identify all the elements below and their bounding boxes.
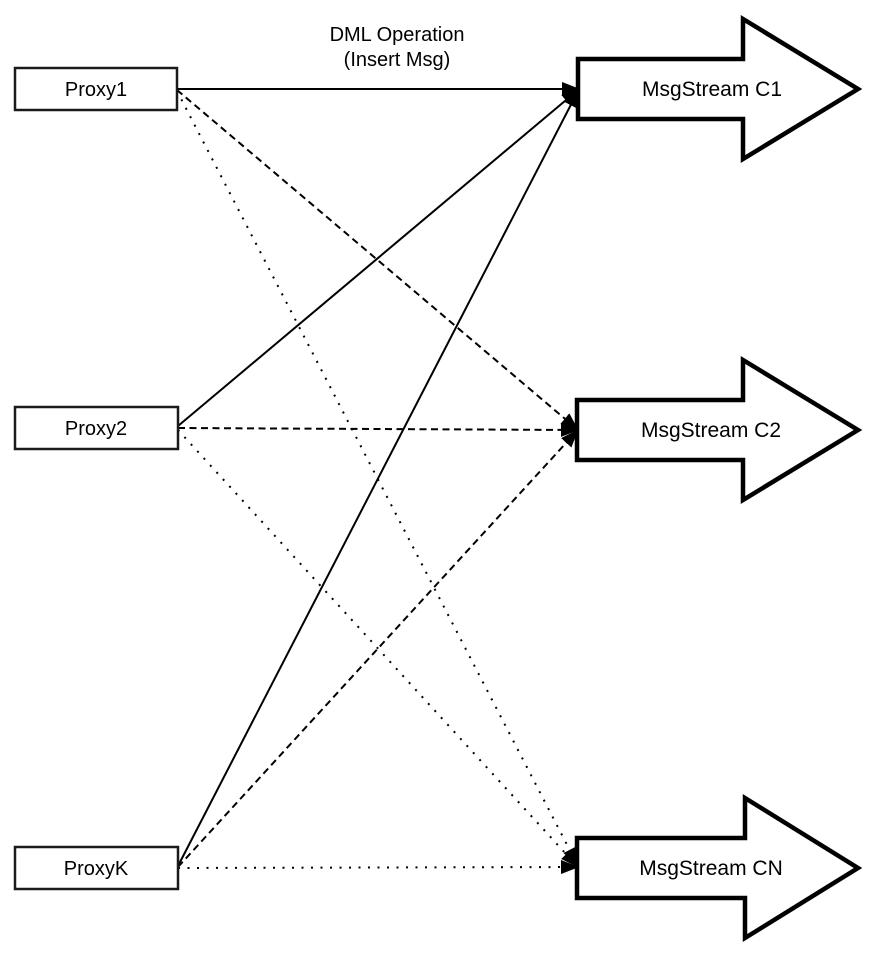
edge-proxyk-c1 [177, 89, 579, 867]
proxy2-node: Proxy2 [13, 405, 180, 451]
msgstream-c2-node: MsgStream C2 [574, 355, 863, 505]
msgstream-c1-arrow-shape [575, 14, 863, 164]
edge-proxy1-c2 [176, 89, 579, 431]
edge-proxy1-cn [176, 90, 578, 866]
edge-caption-line1: DML Operation [330, 24, 465, 46]
edge-caption-line2: (Insert Msg) [344, 49, 451, 71]
proxy2-box [13, 405, 180, 451]
msgstream-c1-node: MsgStream C1 [575, 14, 863, 164]
msgstream-cn-arrow-shape [574, 793, 863, 943]
edge-proxy2-c2 [177, 422, 579, 437]
proxy1-node: Proxy1 [13, 66, 179, 112]
msgstream-c2-arrow-shape [574, 355, 863, 505]
msgstream-cn-node: MsgStream CN [574, 793, 863, 943]
msgstream-c2-label: MsgStream C2 [641, 419, 781, 442]
proxy1-label: Proxy1 [65, 79, 127, 101]
proxy2-label: Proxy2 [65, 418, 127, 440]
proxyk-box [13, 845, 180, 891]
edge-proxyk-cn [177, 860, 579, 875]
proxyk-label: ProxyK [64, 858, 129, 880]
edge-proxyk-c2 [177, 429, 579, 868]
edge-proxy2-c1 [177, 88, 580, 427]
edge-proxy2-cn [177, 429, 579, 868]
msgstream-c1-label: MsgStream C1 [642, 78, 782, 101]
proxyk-node: ProxyK [13, 845, 180, 891]
msgstream-cn-label: MsgStream CN [639, 857, 783, 880]
proxy1-box [13, 66, 179, 112]
edge-caption: DML Operation (Insert Msg) [330, 24, 465, 71]
edge-group [176, 82, 580, 875]
